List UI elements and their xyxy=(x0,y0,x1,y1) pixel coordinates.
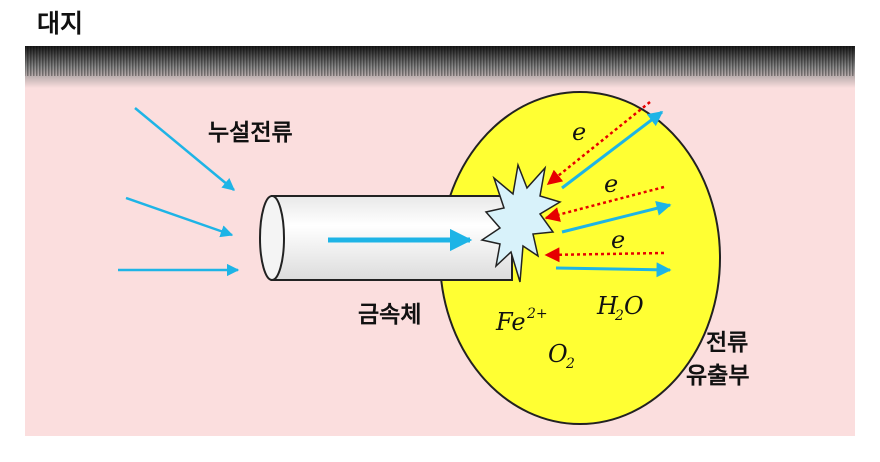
outflow-current-arrow-2 xyxy=(561,200,672,234)
electron-arrow-1 xyxy=(546,101,651,185)
label-electron-3: e xyxy=(611,226,625,254)
leakage-arrow-1 xyxy=(134,107,235,191)
title-ground: 대지 xyxy=(37,9,84,38)
electron-arrow-3 xyxy=(544,247,665,263)
label-oxygen: O xyxy=(548,340,568,368)
corrosion-spark xyxy=(480,162,562,283)
electron-arrow-2 xyxy=(544,185,665,222)
label-iron-ion: Fe xyxy=(495,308,526,336)
label-water-sub: 2 xyxy=(614,308,624,324)
label-water-o: O xyxy=(624,292,644,320)
label-oxygen-sub: 2 xyxy=(565,356,575,372)
label-leakage-current: 누설전류 xyxy=(208,120,293,146)
label-metal-body: 금속체 xyxy=(358,302,421,328)
label-current-outflow-1: 전류 xyxy=(706,330,748,356)
leakage-arrow-2 xyxy=(125,196,234,238)
label-iron-ion-charge: 2+ xyxy=(526,306,548,322)
label-electron-2: e xyxy=(604,170,618,198)
ground-surface-texture xyxy=(25,46,855,76)
pipe-end xyxy=(259,195,285,281)
label-current-outflow-2: 유출부 xyxy=(686,363,749,389)
label-electron-1: e xyxy=(572,118,586,146)
label-water-h: H xyxy=(596,292,619,320)
outflow-current-arrow-3 xyxy=(555,262,672,278)
outflow-current-arrow-1 xyxy=(561,110,664,190)
